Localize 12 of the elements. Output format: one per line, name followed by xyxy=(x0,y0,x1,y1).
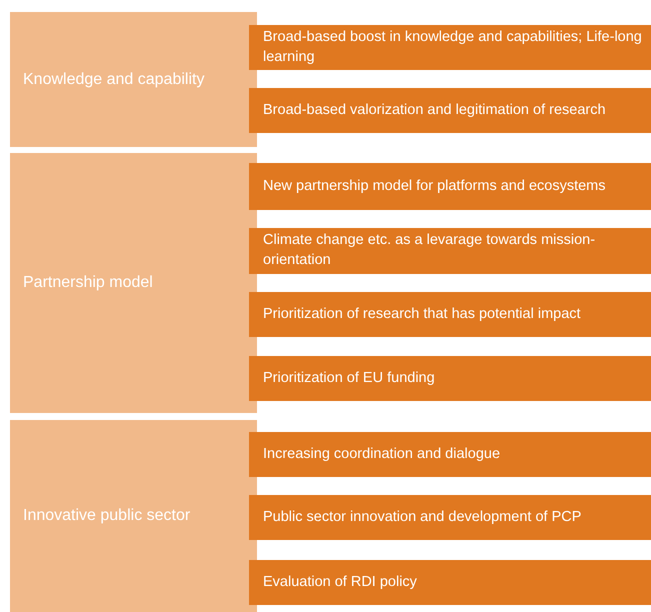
topic-bar: Evaluation of RDI policy xyxy=(249,560,651,605)
topic-bar: Broad-based valorization and legitimation of research xyxy=(249,88,651,133)
topic-bar: Increasing coordination and dialogue xyxy=(249,432,651,477)
topic-bar: Public sector innovation and development of PCP xyxy=(249,495,651,540)
category-panel: Knowledge and capability xyxy=(10,12,257,147)
topic-bar: New partnership model for platforms and ecosystems xyxy=(249,163,651,210)
topic-bar: Climate change etc. as a levarage towards mission-orientation xyxy=(249,228,651,274)
topic-bar: Prioritization of EU funding xyxy=(249,356,651,401)
topic-bar: Prioritization of research that has potential impact xyxy=(249,292,651,337)
topic-bar: Broad-based boost in knowledge and capabilities; Life-long learning xyxy=(249,25,651,70)
category-panel: Partnership model xyxy=(10,153,257,413)
category-panel: Innovative public sector xyxy=(10,420,257,612)
